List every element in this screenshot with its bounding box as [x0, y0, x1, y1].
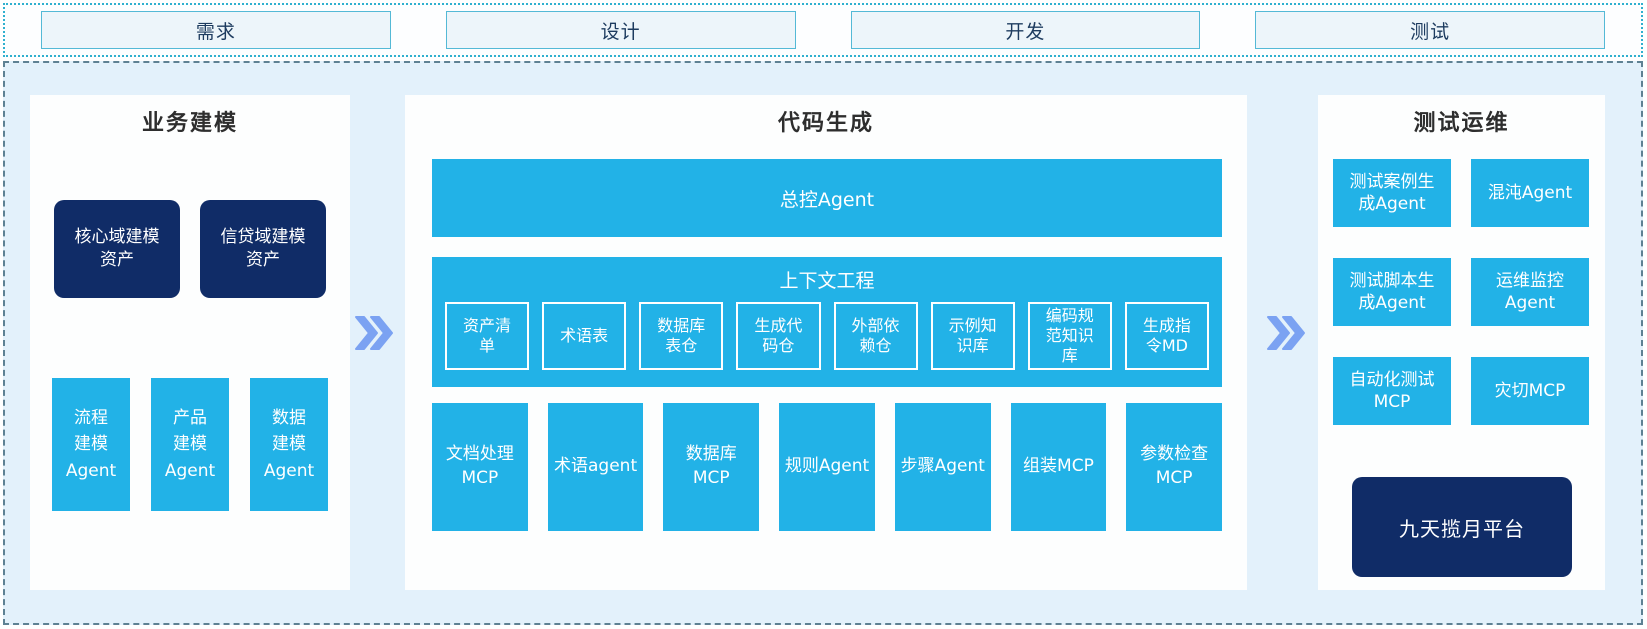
coding-standard-knowledge-base-box: 编码规 范知识 库 [1027, 302, 1112, 370]
chaos-agent-box: 混沌Agent [1471, 159, 1589, 227]
jiutian-lanyue-platform-box: 九天揽月平台 [1352, 477, 1572, 577]
data-modeling-agent-box: 数据 建模 Agent [250, 378, 328, 511]
example-knowledge-base-box: 示例知 识库 [930, 302, 1015, 370]
parameter-check-mcp-box: 参数检查 MCP [1126, 403, 1223, 531]
external-dependency-repo-box: 外部依 赖仓 [833, 302, 918, 370]
document-processing-mcp-box: 文档处理 MCP [432, 403, 528, 531]
test-script-generation-agent-box: 测试脚本生 成Agent [1333, 258, 1451, 326]
credit-domain-asset-box: 信贷域建模 资产 [200, 200, 326, 298]
modeling-agent-row: 流程 建模 Agent 产品 建模 Agent 数据 建模 Agent [30, 378, 350, 511]
test-operations-title: 测试运维 [1413, 111, 1510, 136]
ops-monitoring-agent-box: 运维监控 Agent [1471, 258, 1589, 326]
asset-list-box: 资产清 单 [445, 302, 530, 370]
rule-agent-box: 规则Agent [779, 403, 875, 531]
context-engineering-row: 资产清 单 术语表 数据库 表仓 生成代 码仓 外部依 赖仓 示例知 识库 编码… [445, 302, 1209, 370]
product-modeling-agent-box: 产品 建模 Agent [151, 378, 229, 511]
phase-box-testing: 测试 [1255, 11, 1605, 49]
panel-code-generation: 代码生成 总控Agent 上下文工程 资产清 单 术语表 数据库 表仓 生成代 … [405, 95, 1247, 590]
phase-box-design: 设计 [445, 11, 796, 49]
phase-box-development: 开发 [850, 11, 1201, 49]
double-chevron-icon [354, 315, 394, 351]
panel-test-operations: 测试运维 测试案例生 成Agent 混沌Agent 测试脚本生 成Agent 运… [1318, 95, 1605, 590]
phase-strip: 需求 设计 开发 测试 [3, 3, 1643, 57]
database-mcp-box: 数据库 MCP [663, 403, 760, 531]
glossary-box: 术语表 [542, 302, 627, 370]
terminology-agent-box: 术语agent [547, 403, 644, 531]
context-engineering-title: 上下文工程 [779, 270, 875, 292]
assembly-mcp-box: 组装MCP [1010, 403, 1107, 531]
modeling-asset-row: 核心域建模 资产 信贷域建模 资产 [30, 200, 350, 298]
context-engineering-block: 上下文工程 资产清 单 术语表 数据库 表仓 生成代 码仓 外部依 赖仓 示例知… [432, 257, 1222, 387]
step-agent-box: 步骤Agent [894, 403, 991, 531]
test-operations-grid: 测试案例生 成Agent 混沌Agent 测试脚本生 成Agent 运维监控 A… [1333, 159, 1589, 425]
code-generation-title: 代码生成 [777, 111, 874, 136]
phase-box-requirements: 需求 [41, 11, 391, 49]
generated-code-repo-box: 生成代 码仓 [736, 302, 821, 370]
core-domain-asset-box: 核心域建模 资产 [54, 200, 180, 298]
automated-test-mcp-box: 自动化测试 MCP [1333, 357, 1451, 425]
master-agent-bar: 总控Agent [432, 159, 1222, 237]
business-modeling-title: 业务建模 [141, 111, 238, 136]
main-diagram-container: 业务建模 核心域建模 资产 信贷域建模 资产 流程 建模 Agent 产品 建模… [3, 61, 1643, 625]
panel-business-modeling: 业务建模 核心域建模 资产 信贷域建模 资产 流程 建模 Agent 产品 建模… [30, 95, 350, 590]
test-case-generation-agent-box: 测试案例生 成Agent [1333, 159, 1451, 227]
disaster-switch-mcp-box: 灾切MCP [1471, 357, 1589, 425]
database-table-repo-box: 数据库 表仓 [639, 302, 724, 370]
generation-instruction-md-box: 生成指 令MD [1124, 302, 1209, 370]
mcp-agent-row: 文档处理 MCP 术语agent 数据库 MCP 规则Agent 步骤Agent… [432, 403, 1223, 531]
double-chevron-icon [1266, 315, 1306, 351]
process-modeling-agent-box: 流程 建模 Agent [52, 378, 130, 511]
